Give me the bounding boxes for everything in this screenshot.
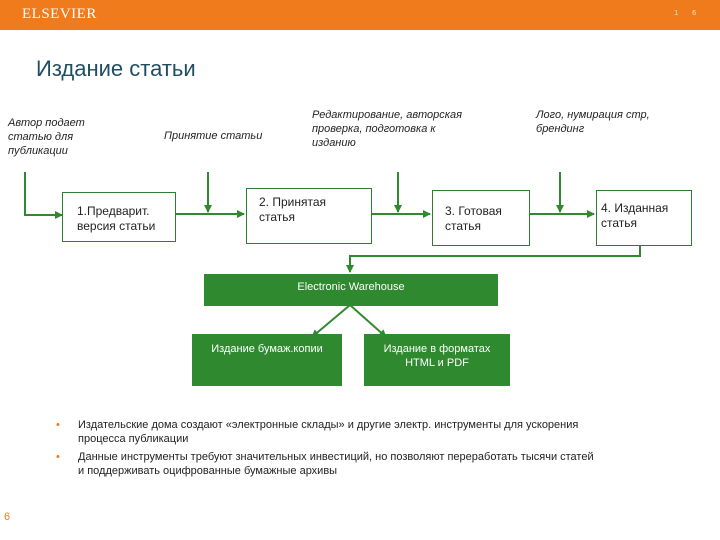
bullet-text: Издательские дома создают «электронные с…	[78, 419, 579, 445]
stage-preliminary-version: 1.Предварит. версия статьи	[62, 192, 176, 242]
page-mark: 1 6	[674, 10, 702, 17]
bullet-marker: •	[56, 451, 60, 463]
stage-ready-label: 3. Готовая статья	[445, 204, 502, 233]
bullet-item: • Данные инструменты требуют значительны…	[56, 450, 596, 478]
arrow-author-to-s1	[24, 172, 63, 219]
bullet-marker: •	[56, 419, 60, 431]
output-paper-copy: Издание бумаж.копии	[192, 334, 342, 386]
bullet-text: Данные инструменты требуют значительных …	[78, 451, 594, 477]
brand-logo: ELSEVIER	[22, 6, 97, 22]
slide-number: 6	[4, 511, 11, 523]
stage-accepted-article: 2. Принятая статья	[246, 188, 372, 244]
note-edit: Редактирование, авторская проверка, подг…	[312, 109, 462, 149]
stage-ready-article: 3. Готовая статья	[432, 190, 530, 246]
bullet-list: • Издательские дома создают «электронные…	[56, 418, 596, 482]
electronic-warehouse-label: Electronic Warehouse	[297, 281, 405, 293]
arrow-s4-to-warehouse	[346, 246, 641, 273]
bullet-item: • Издательские дома создают «электронные…	[56, 418, 596, 446]
top-bar: ELSEVIER 1 6	[0, 0, 720, 30]
slide-title: Издание статьи	[36, 56, 196, 81]
stage-accepted-label: 2. Принятая статья	[259, 195, 327, 224]
note-accept: Принятие статьи	[164, 130, 263, 142]
arrow-warehouse-to-digital	[349, 304, 387, 338]
stage-preliminary-label: 1.Предварит. версия статьи	[77, 204, 156, 233]
electronic-warehouse: Electronic Warehouse	[204, 274, 498, 306]
arrow-warehouse-to-paper	[311, 304, 351, 338]
output-paper-label: Издание бумаж.копии	[211, 343, 323, 355]
output-digital-label: Издание в форматах HTML и PDF	[383, 343, 491, 369]
stage-published-article: 4. Изданная статья	[596, 190, 692, 246]
output-html-pdf: Издание в форматах HTML и PDF	[364, 334, 510, 386]
note-logo: Лого, нумирация стр, брендинг	[536, 109, 650, 135]
note-author: Автор подает статью для публикации	[8, 117, 85, 157]
stage-published-label: 4. Изданная статья	[601, 201, 669, 230]
